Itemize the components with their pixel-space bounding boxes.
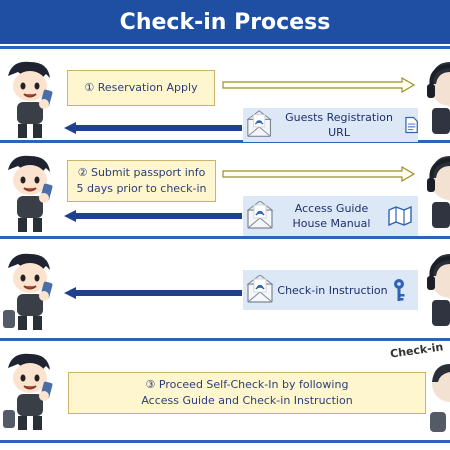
step-2-panel-text: Access Guide House Manual (292, 202, 371, 230)
host-character-4 (430, 364, 450, 432)
step-2-panel: Access Guide House Manual (243, 196, 418, 236)
step-1-box: ① Reservation Apply (67, 70, 215, 106)
key-icon (394, 279, 405, 301)
step-2-text: ② Submit passport info 5 days prior to c… (76, 166, 207, 195)
guest-character-2 (8, 155, 53, 232)
guest-character-4 (3, 353, 53, 430)
step-3-panel: Check-in Instruction (243, 270, 418, 310)
divider-3 (0, 338, 450, 341)
arrow-right-2 (222, 166, 416, 182)
checkin-corner-label: Check-in (389, 340, 445, 361)
divider-bottom (0, 440, 450, 443)
host-character-2 (427, 156, 450, 228)
step-1-panel-text: Guests Registration URL (285, 111, 393, 139)
envelope-icon (246, 201, 274, 229)
envelope-icon (246, 110, 272, 137)
map-icon (388, 206, 412, 226)
guest-character-3 (3, 253, 53, 330)
arrow-left-2 (64, 210, 242, 222)
step-4-text: ③ Proceed Self-Check-In by following Acc… (141, 378, 353, 407)
diagram-title: Check-in Process (119, 9, 331, 35)
arrow-right-1 (222, 77, 416, 93)
divider-2 (0, 236, 450, 239)
step-1-panel: Guests Registration URL (243, 108, 418, 142)
step-3-panel-text: Check-in Instruction (277, 283, 388, 297)
document-icon (405, 116, 418, 134)
step-2-box: ② Submit passport info 5 days prior to c… (67, 160, 216, 202)
arrow-left-3 (64, 287, 242, 299)
guest-character-1 (8, 61, 53, 138)
envelope-icon (246, 275, 274, 303)
title-bar: Check-in Process (0, 0, 450, 44)
step-4-box: ③ Proceed Self-Check-In by following Acc… (68, 372, 426, 414)
step-1-text: ① Reservation Apply (84, 81, 198, 94)
arrow-left-1 (64, 122, 242, 134)
host-character-1 (427, 62, 450, 134)
divider-1 (0, 140, 450, 143)
divider-top (0, 46, 450, 49)
host-character-3 (427, 254, 450, 326)
